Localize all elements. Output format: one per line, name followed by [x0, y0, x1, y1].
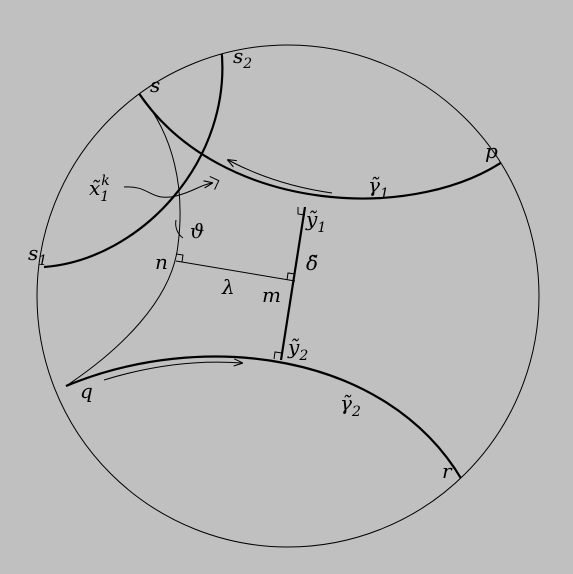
pointer-x1k: [123, 183, 212, 198]
label-n: n: [155, 250, 168, 274]
label-x1k: x̃1k: [89, 173, 110, 205]
label-s1: s1: [28, 241, 47, 269]
arrow-along-gamma2: [103, 362, 242, 381]
right-angle-y2: [273, 351, 283, 360]
label-gamma1: γ̃1: [368, 173, 389, 202]
geodesic-s-q: [65, 91, 181, 387]
label-m: m: [262, 283, 281, 307]
label-lambda: λ: [221, 275, 235, 299]
arrow-along-gamma1: [228, 160, 333, 194]
label-p: p: [485, 139, 498, 163]
segment-lambda: [175, 260, 296, 282]
label-theta: ϑ: [190, 219, 204, 243]
label-s: s: [150, 73, 160, 97]
label-r: r: [442, 459, 453, 483]
label-q: q: [80, 379, 93, 403]
label-s2: s2: [233, 44, 252, 72]
label-y2: ỹ2: [287, 335, 308, 364]
right-angle-n: [175, 253, 184, 263]
segment-delta: [279, 206, 307, 361]
geodesic-gamma1: [137, 91, 513, 200]
geodesics: [43, 45, 513, 481]
label-delta: δ̃: [306, 251, 318, 275]
right-angle-x1k: [209, 175, 220, 190]
angle-theta-arc: [175, 219, 184, 239]
geodesic-gamma2: [65, 355, 463, 481]
right-angle-m: [286, 272, 296, 281]
label-y1: ỹ1: [305, 207, 326, 236]
right-angle-y1: [297, 207, 306, 216]
boundary-circle: [36, 44, 540, 548]
label-gamma2: γ̃2: [340, 391, 361, 420]
